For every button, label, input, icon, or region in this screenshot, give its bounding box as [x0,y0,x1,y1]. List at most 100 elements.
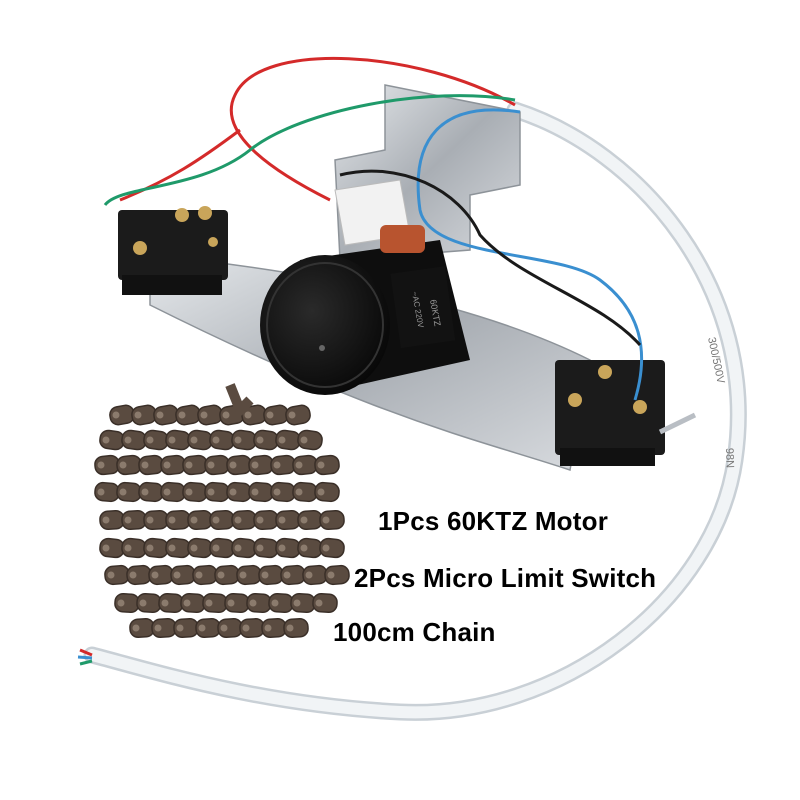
chain-pin [288,411,296,419]
chain-pin [207,461,215,469]
chain-pin [173,571,181,579]
chain-link [314,454,340,476]
chain-pin [293,599,301,607]
chain-link [314,481,340,503]
chain-100cm [94,383,350,638]
chain-pin [146,516,154,524]
chain-link [324,564,350,586]
chain-pin [117,599,125,607]
chain-pin [163,461,171,469]
chain-pin [151,571,159,579]
chain-pin [239,571,247,579]
chain-pin [217,571,225,579]
chain-pin [251,488,259,496]
caption-motor: 1Pcs 60KTZ Motor [378,506,609,536]
chain-pin [271,599,279,607]
chain-pin [185,488,193,496]
chain-pin [327,571,335,579]
micro-limit-switch-left [118,206,228,295]
chain-pin [295,488,303,496]
chain-pin [227,599,235,607]
wire-blue [416,108,643,401]
chain-link [283,618,309,638]
chain-pin [234,436,242,444]
chain-pin [107,571,115,579]
chain-pin [97,461,105,469]
chain-pin [322,544,330,552]
chain-pin [256,516,264,524]
chain-pin [256,544,264,552]
chain-pin [134,411,142,419]
chain-pin [168,436,176,444]
terminal-block [334,179,425,253]
chain-pin [124,544,132,552]
chain-pin [146,544,154,552]
chain-pin [183,599,191,607]
chain-pin [102,436,110,444]
chain-pin [305,571,313,579]
micro-limit-switch-right [555,360,697,466]
cable-print-marking: 98N [723,448,736,469]
chain-link [319,537,345,559]
chain-pin [244,411,252,419]
caption-limit-switch: 2Pcs Micro Limit Switch [354,563,657,593]
chain-pin [141,488,149,496]
chain-pin [119,461,127,469]
chain-pin [168,516,176,524]
chain-pin [234,544,242,552]
wire-green [103,94,516,207]
chain-pin [102,516,110,524]
chain-pin [190,544,198,552]
chain-pin [185,461,193,469]
chain-pin [315,599,323,607]
chain-pin [97,488,105,496]
chain-pin [256,436,264,444]
chain-pin [249,599,257,607]
chain-pin [278,516,286,524]
chain-pin [139,599,147,607]
chain-pin [212,544,220,552]
chain-pin [154,624,162,632]
chain-pin [278,544,286,552]
chain-pin [102,544,110,552]
chain-link [319,509,345,531]
chain-pin [278,436,286,444]
chain-pin [190,516,198,524]
chain-pin [234,516,242,524]
chain-pin [156,411,164,419]
chain-pin [161,599,169,607]
chain-pin [222,411,230,419]
wire-black [339,169,642,346]
chain-pin [317,488,325,496]
chain-link [297,429,323,451]
chain-pin [242,624,250,632]
chain-pin [141,461,149,469]
chain-pin [300,436,308,444]
chain-pin [129,571,137,579]
chain-pin [198,624,206,632]
chain-link [285,404,311,426]
chain-pin [286,624,294,632]
wire-red [229,56,516,202]
chain-pin [200,411,208,419]
chain-pin [212,516,220,524]
chain-pin [146,436,154,444]
chain-pin [251,461,259,469]
chain-pin [205,599,213,607]
chain-pin [207,488,215,496]
chain-pin [112,411,120,419]
chain-pin [261,571,269,579]
chain-pin [295,461,303,469]
chain-pin [283,571,291,579]
caption-chain: 100cm Chain [333,617,496,647]
chain-pin [220,624,228,632]
motor-60ktz: 60KTZ ~AC 220V [260,240,470,395]
chain-pin [119,488,127,496]
chain-pin [300,544,308,552]
chain-pin [212,436,220,444]
chain-pin [124,516,132,524]
chain-pin [176,624,184,632]
chain-pin [229,461,237,469]
chain-pin [273,461,281,469]
